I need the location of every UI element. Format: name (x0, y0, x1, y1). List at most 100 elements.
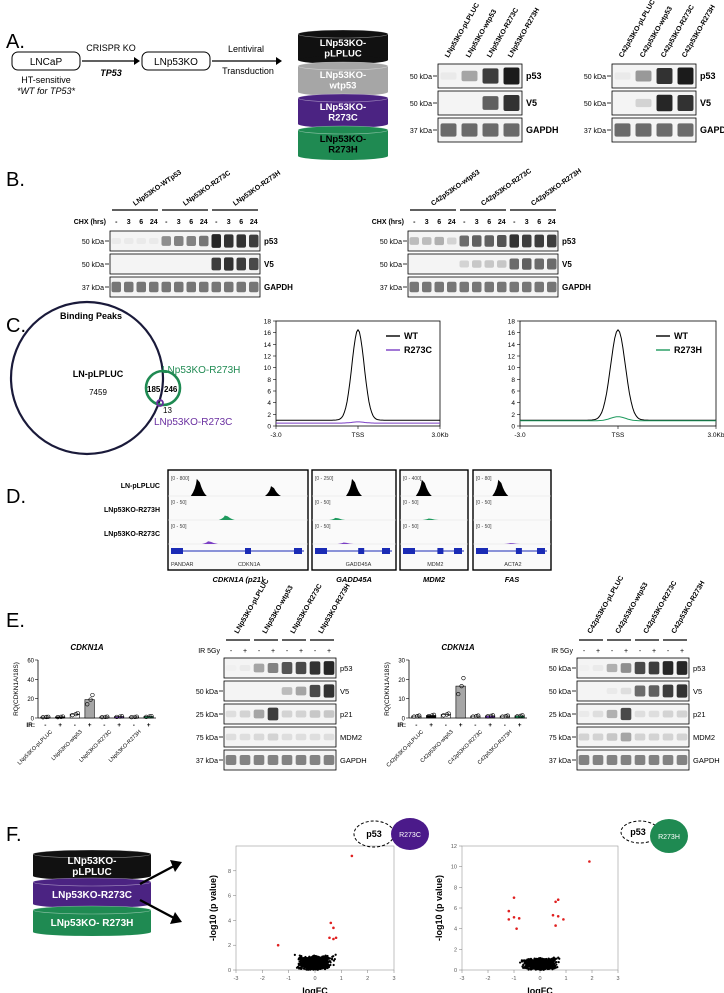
blot-band (676, 754, 688, 766)
cylinder-label-line2: wtp53 (329, 81, 357, 92)
profile-y-tick-label: 12 (264, 354, 272, 361)
timepoint-label: - (463, 219, 466, 226)
track-peak (346, 478, 362, 496)
volcano-point (522, 966, 525, 970)
track-range-label: [0 - 80] (476, 476, 492, 482)
cylinder-body (298, 98, 388, 124)
blot-band (323, 661, 335, 675)
bar (69, 713, 80, 719)
blot-band (676, 661, 688, 675)
venn-ln-circle (9, 300, 165, 456)
blot-e-ln: LNp53KO-pLPLUCLNp53KO-wtp53LNp53KO-R273C… (196, 578, 367, 771)
blot-band (648, 685, 660, 697)
bar-dot (132, 714, 137, 720)
timepoint-label: 3 (227, 219, 231, 226)
blot-band (547, 234, 557, 248)
blot-band (620, 687, 632, 695)
arrow-f-up-head (170, 860, 182, 872)
chx-label: CHX (hrs) (372, 219, 404, 226)
blot-band (606, 754, 618, 766)
blot-band (509, 281, 519, 293)
volcano-point (556, 966, 559, 969)
cylinder-bottom (298, 88, 388, 96)
blot-band (267, 733, 279, 741)
bar-dot (505, 713, 510, 718)
volcano-x-tick-label: -1 (512, 976, 517, 982)
blot-band (662, 733, 674, 741)
blot-band (634, 685, 646, 697)
timepoint-label: 6 (437, 219, 441, 226)
blot-band (547, 281, 557, 293)
blot-row-label: V5 (700, 98, 711, 108)
track-peak (337, 542, 354, 544)
venn-r273c-circle (156, 399, 164, 407)
blot-strip (109, 230, 261, 252)
profile-y-tick-label: 4 (267, 400, 271, 407)
cylinder-body (33, 882, 151, 904)
blot-band (409, 281, 419, 293)
blot-marker: 37 kDa (82, 285, 104, 292)
bar (40, 716, 51, 719)
blot-marker: 50 kDa (380, 239, 402, 246)
blot-band (606, 687, 618, 695)
volcano-point (545, 958, 548, 961)
blot-band (236, 234, 246, 248)
track-range-label: [0 - 50] (171, 524, 187, 530)
bar (470, 715, 481, 719)
volcano-y-tick-label: 12 (451, 844, 457, 850)
blot-band (648, 661, 660, 675)
bar-chart-title: CDKN1A (70, 643, 104, 652)
blot-band (136, 281, 146, 293)
bar-dot (117, 714, 123, 719)
blot-band (253, 709, 265, 719)
blot-band (497, 235, 507, 247)
blot-band (295, 686, 307, 696)
bar (128, 716, 139, 719)
volcano-x-tick-label: 2 (366, 976, 369, 982)
volcano-point (536, 967, 540, 970)
gene-name: GADD45A (346, 562, 372, 568)
bar-ir-label: - (103, 722, 105, 729)
venn-r273h-label: LNp53KO-R273H (162, 365, 240, 376)
bar-ir-label: + (147, 722, 151, 729)
volcano-point (529, 960, 532, 963)
blot-band (482, 68, 499, 84)
timepoint-label: 24 (548, 219, 556, 226)
profile-y-tick-label: 10 (508, 365, 516, 372)
volcano-point-significant (276, 943, 280, 947)
bar (55, 716, 66, 719)
group-label: LNp53KO-R273H (232, 170, 282, 208)
blot-band (662, 754, 674, 766)
volcano-y-tick-label: 6 (228, 894, 231, 900)
blot-band (522, 234, 532, 248)
blot-band (225, 733, 237, 741)
bar-ir-label: + (488, 722, 492, 729)
blot-band (111, 281, 121, 293)
volcano-x-tick-label: -2 (260, 976, 265, 982)
legend-label: R273C (404, 345, 433, 355)
blot-row-label: p53 (562, 237, 576, 246)
bar (485, 715, 496, 719)
volcano-y-tick-label: 4 (454, 927, 457, 933)
blot-row-label: MDM2 (693, 733, 715, 742)
volcano-point (333, 957, 336, 961)
blot-strip (576, 749, 690, 771)
volcano-point (326, 954, 329, 958)
blot-band (295, 710, 307, 718)
cylinder-label-line1: LNp53KO- (320, 134, 366, 145)
profile-y-tick-label: 2 (267, 412, 271, 419)
blot-strip (109, 253, 261, 275)
cylinder-top (297, 93, 389, 103)
volcano-point (309, 958, 313, 961)
volcano-y-label: -log10 (p value) (434, 875, 444, 941)
gene-exon (171, 548, 183, 554)
track-range-label: [0 - 50] (476, 500, 492, 506)
blot-band (461, 70, 478, 82)
lnp53ko-box (141, 51, 211, 71)
blot-marker: 25 kDa (549, 712, 571, 719)
lnp53ko-label: LNp53KO (154, 57, 198, 68)
timepoint-label: 6 (537, 219, 541, 226)
cylinder-bottom (298, 120, 388, 128)
